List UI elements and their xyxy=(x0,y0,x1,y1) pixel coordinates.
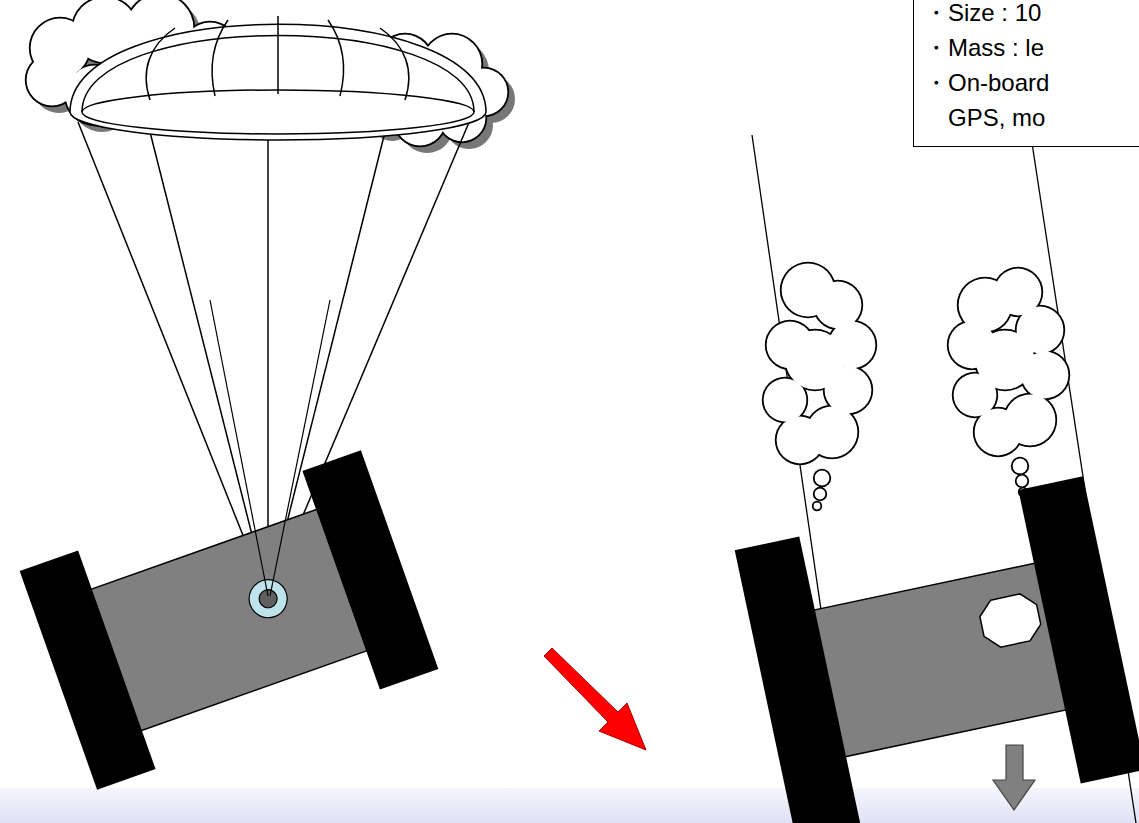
cloud xyxy=(762,262,877,511)
transition-arrow xyxy=(544,648,646,750)
parachute xyxy=(70,16,486,598)
footer-band xyxy=(0,788,1139,823)
wheel xyxy=(302,450,438,689)
wheel xyxy=(20,550,156,789)
spec-line: ・Mass : le xyxy=(924,30,1098,65)
rover-descending xyxy=(20,450,439,790)
spec-line: ・Size : 10 xyxy=(924,0,1098,30)
down-arrow xyxy=(993,745,1035,810)
cloud xyxy=(947,267,1070,497)
wheel xyxy=(735,537,862,823)
spec-box: ・Size : 10・Mass : le・On-board GPS, mo xyxy=(913,0,1139,147)
spec-line: ・On-board GPS, mo xyxy=(924,65,1098,135)
rover-landed xyxy=(735,476,1139,823)
